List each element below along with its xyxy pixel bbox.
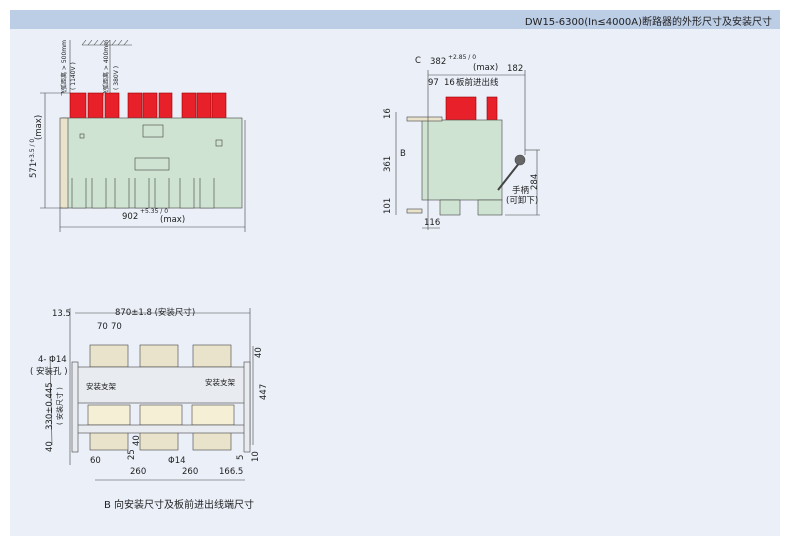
width-dim: 902 [122,212,139,222]
mount-width: 870±1.8 (安装尺寸) [115,308,196,318]
dim-25: 25 [127,449,137,460]
arc-distance-label-2: 飞弧距离 > 400mm [103,40,110,96]
dim-13-5: 13.5 [52,309,71,319]
depth-dim: 382 [430,57,447,67]
dim-5: 5 [236,454,246,460]
dim-97: 97 [428,78,439,88]
side-view-drawing [395,70,540,230]
dim-116: 116 [424,218,441,228]
dim-260a: 260 [130,467,147,477]
bracket-left-label: 安装支架 [86,382,116,391]
bottom-terminals [87,344,235,451]
bottom-view-drawing [49,308,254,481]
dim-284: 284 [530,173,540,190]
dim-447: 447 [259,383,269,400]
dim-16: 16 [383,108,393,119]
width-max: (max) [160,215,186,225]
depth-tol: +2.85 / 0 [448,54,477,61]
dim-phi14: Φ14 [168,456,186,466]
depth-max: (max) [473,63,499,73]
dim-40-left: 40 [45,441,55,452]
front-view-drawing [40,39,246,232]
header-bar: DW15-6300(In≤4000A)断路器的外形尺寸及安装尺寸 [10,10,780,29]
handle-dim: 182 [507,64,524,74]
b-label: B [400,149,406,159]
dim-60: 60 [90,456,101,466]
holes-note: ( 安装孔 ) [30,367,68,377]
page-title: DW15-6300(In≤4000A)断路器的外形尺寸及安装尺寸 [524,17,772,28]
dim-260b: 260 [182,467,199,477]
arc-distance-label-1: 飞弧距离 > 500mm [61,40,68,96]
height-max: (max) [34,114,44,140]
dim-166-5: 166.5 [219,467,244,477]
dim-361: 361 [383,155,393,172]
height-dim: 571 [29,161,39,178]
arc-voltage-1: ( 1140V ) [70,62,77,90]
dim-10: 10 [251,451,261,462]
c-label: C [415,56,421,66]
bottom-view-caption: B 向安装尺寸及板前进出线端尺寸 [104,500,255,511]
height-tol: +3.5 / 0 [29,138,36,163]
dim-70a: 70 [97,322,108,332]
front-wiring-label: 板前进出线 [456,78,499,88]
dim-40-mid: 40 [132,435,142,446]
dim-101: 101 [383,197,393,214]
dim-40-top: 40 [254,347,264,358]
handle-note: (可卸下) [506,196,539,206]
bracket-right-label: 安装支架 [205,378,235,387]
dim-16-top: 16 [444,78,455,88]
mount-depth-note: ( 安装尺寸 ) [56,387,64,425]
width-tol: +5.35 / 0 [140,208,169,215]
holes-label: 4- Φ14 [38,355,67,365]
handle-label: 手柄 [512,186,530,196]
front-terminals [69,92,227,120]
arc-voltage-2: ( 380V ) [113,65,120,90]
mount-depth: 330±0.445 [45,382,55,430]
dim-70b: 70 [111,322,122,332]
